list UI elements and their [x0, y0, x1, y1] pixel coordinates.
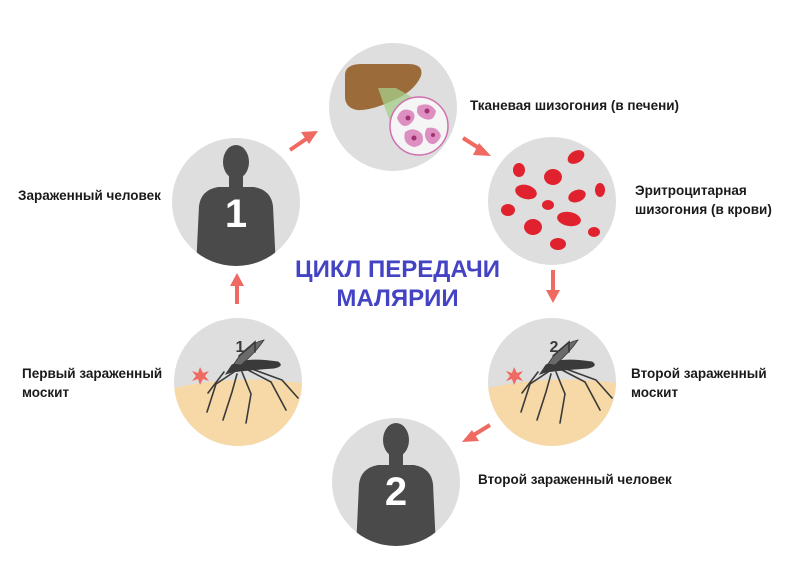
first-mosquito-label-line-1: Первый зараженный — [22, 366, 163, 381]
person-number: 1 — [225, 192, 247, 236]
title-line-2: МАЛЯРИИ — [336, 285, 459, 312]
second-mosquito-label-line-1: Второй зараженный — [631, 366, 767, 381]
bite-mark-icon — [506, 367, 523, 385]
title-line-1: ЦИКЛ ПЕРЕДАЧИ — [295, 256, 500, 283]
blood-circle — [488, 137, 616, 265]
blood-stage-label: Эритроцитарная шизогония (в крови) — [635, 181, 772, 219]
person-silhouette-icon — [356, 423, 436, 546]
mosquito-icon — [520, 339, 613, 424]
first-mosquito-label: Первый зараженный москит — [22, 364, 162, 402]
blood-stage-label-line-1: Эритроцитарная — [635, 183, 747, 198]
person-silhouette-icon — [196, 145, 276, 266]
bite-mark-icon — [192, 367, 209, 385]
skin-icon — [488, 379, 616, 446]
arrow-liver-to-blood — [461, 136, 491, 156]
second-mosquito-label: Второй зараженный москит — [631, 364, 767, 402]
liver-circle — [329, 43, 457, 171]
arrow-mosquito-to-first-person — [230, 273, 244, 304]
liver-icon — [345, 64, 422, 111]
second-person-label: Второй зараженный человек — [478, 472, 672, 487]
infected-person-label: Зараженный человек — [18, 188, 161, 203]
second-person-circle: 2 — [332, 418, 460, 546]
liver-stage-label: Тканевая шизогония (в печени) — [470, 98, 680, 113]
red-blood-cells-icon — [501, 150, 605, 250]
arrow-person-to-liver — [288, 131, 318, 152]
person-number: 2 — [385, 470, 407, 514]
blood-stage-label-line-2: шизогония (в крови) — [635, 202, 772, 217]
infected-person-circle: 1 — [172, 138, 300, 266]
mosquito-number: 2 — [550, 339, 559, 356]
skin-icon — [174, 379, 302, 446]
second-mosquito-label-line-2: москит — [631, 385, 679, 400]
arrow-mosquito-to-person — [462, 423, 492, 442]
diagram-title: ЦИКЛ ПЕРЕДАЧИ МАЛЯРИИ — [290, 255, 505, 313]
arrow-blood-to-mosquito — [546, 270, 560, 303]
second-mosquito-circle: 2 — [488, 318, 616, 446]
mosquito-icon — [206, 339, 299, 424]
first-mosquito-label-line-2: москит — [22, 385, 70, 400]
mosquito-number: 1 — [236, 339, 245, 356]
first-mosquito-circle: 1 — [174, 318, 302, 446]
